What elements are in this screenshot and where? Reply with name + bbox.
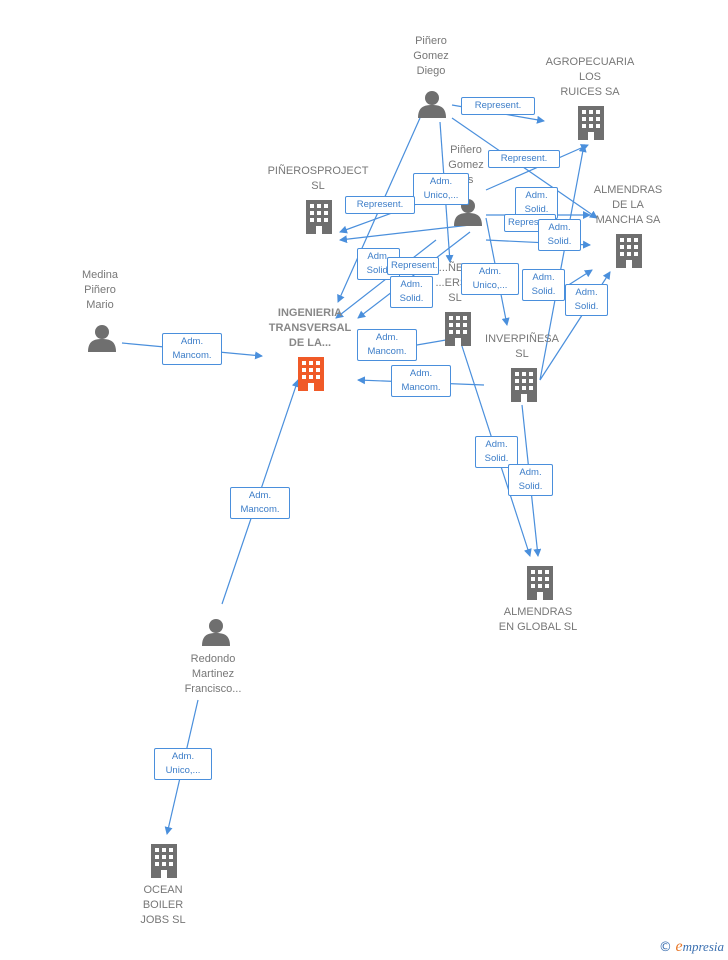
edge-label[interactable]: Adm. Mancom.	[357, 329, 417, 361]
edge-label[interactable]: Adm. Solid.	[508, 464, 553, 496]
building-icon-pinerosproject	[306, 200, 332, 234]
edge-label[interactable]: Adm. Solid.	[515, 187, 558, 219]
building-icon-inverpinesa	[511, 368, 537, 402]
node-label-ingenieria[interactable]: INGENIERIA TRANSVERSAL DE LA...	[268, 307, 352, 349]
brand-e: e	[675, 938, 683, 955]
node-label-almendras-mancha[interactable]: ALMENDRAS DE LA MANCHA SA	[593, 184, 663, 226]
node-label-almendras-global[interactable]: ALMENDRAS EN GLOBAL SL	[498, 606, 578, 633]
node-label-ocean-boiler[interactable]: OCEAN BOILER JOBS SL	[140, 884, 186, 926]
building-icon-agropecuaria	[578, 106, 604, 140]
person-icon-pinero-gomez-diego	[418, 91, 446, 118]
edge-label[interactable]: Adm. Unico,...	[461, 263, 519, 295]
edge-label[interactable]: Adm. Mancom.	[391, 365, 451, 397]
edge-label[interactable]: Adm. Mancom.	[162, 333, 222, 365]
person-icon-redondo	[202, 619, 230, 646]
edge-label[interactable]: Represent.	[387, 257, 439, 275]
edge-label[interactable]: Represent.	[461, 97, 535, 115]
building-icon-inver-transversal	[445, 312, 471, 346]
node-label-agropecuaria[interactable]: AGROPECUARIA LOS RUICES SA	[545, 56, 635, 98]
brand-text: mpresia	[682, 939, 724, 954]
node-label-inverpinesa[interactable]: INVERPIÑESA SL	[485, 333, 559, 360]
node-label-pinero-gomez-diego[interactable]: Piñero Gomez Diego	[413, 35, 449, 77]
node-label-redondo[interactable]: Redondo Martinez Francisco...	[184, 653, 242, 695]
edge-label[interactable]: Represent.	[345, 196, 415, 214]
building-icon-ingenieria	[298, 357, 324, 391]
edge-label[interactable]: Adm. Solid.	[475, 436, 518, 468]
edge-label[interactable]: Adm. Solid.	[565, 284, 608, 316]
building-icon-almendras-global	[527, 566, 553, 600]
building-icon-almendras-mancha	[616, 234, 642, 268]
edge-label[interactable]: Adm. Solid.	[538, 219, 581, 251]
edge-label[interactable]: Adm. Solid.	[390, 276, 433, 308]
copyright-icon: ©	[658, 940, 672, 955]
empresia-logo[interactable]: © empresia	[659, 938, 724, 956]
edge-label[interactable]: Adm. Mancom.	[230, 487, 290, 519]
edge-label[interactable]: Adm. Solid.	[522, 269, 565, 301]
edge-label[interactable]: Adm. Unico,...	[154, 748, 212, 780]
edge-label[interactable]: Adm. Unico,...	[413, 173, 469, 205]
node-label-pinerosproject[interactable]: PIÑEROSPROJECT SL	[267, 165, 369, 192]
building-icon-ocean-boiler	[151, 844, 177, 878]
edge-label[interactable]: Represent.	[488, 150, 560, 168]
node-label-medina[interactable]: Medina Piñero Mario	[81, 269, 119, 311]
person-icon-medina	[88, 325, 116, 352]
